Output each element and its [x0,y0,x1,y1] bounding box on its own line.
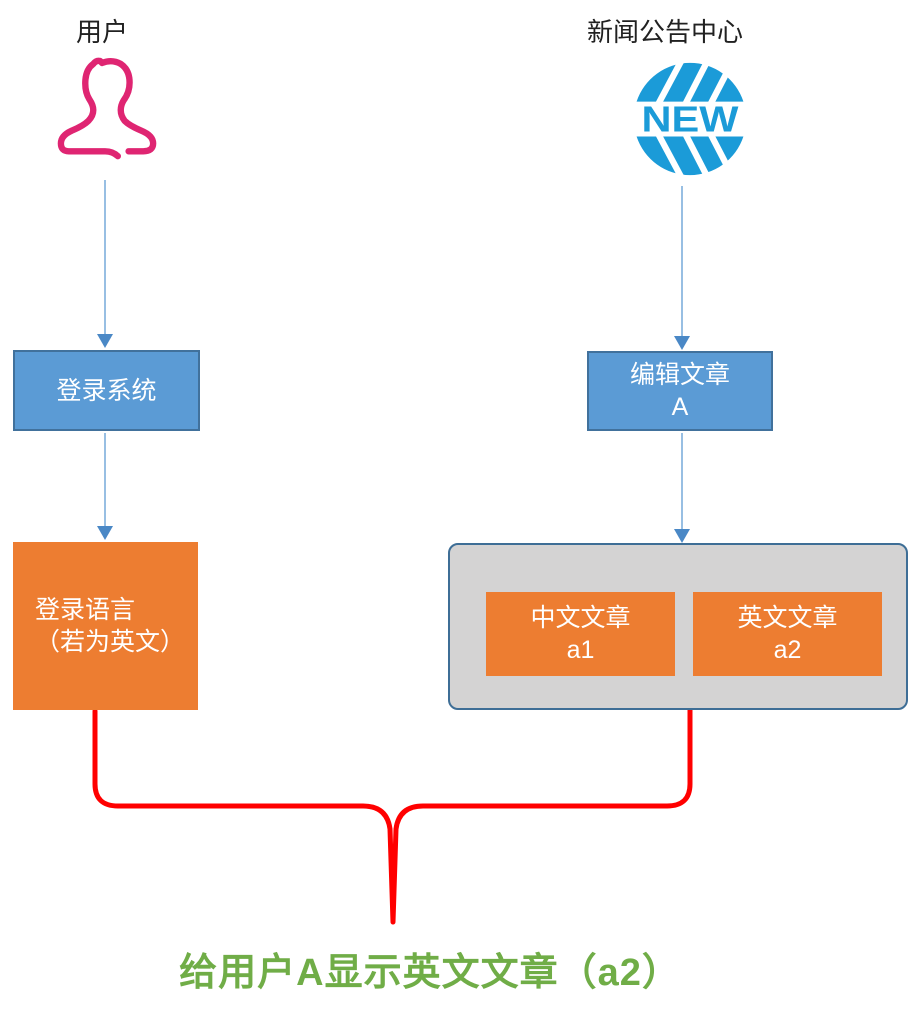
edit-article-line2: A [671,393,689,421]
edit-article-line1: 编辑文章 [629,361,730,389]
news-lane-label: 新闻公告中心 [586,17,743,47]
chinese-article-line2: a1 [566,636,595,664]
arrowhead-icon [97,334,113,348]
login-language-line2: （若为英文） [35,628,186,656]
arrowhead-icon [674,529,690,543]
chinese-article-box: 中文文章 a1 [486,592,675,676]
globe-new-icon: NEW [636,59,744,179]
arrowhead-icon [674,336,690,350]
login-language-box: 登录语言 （若为英文） [13,542,198,710]
login-system-label: 登录系统 [56,376,157,405]
chinese-article-line1: 中文文章 [530,604,631,632]
login-system-box: 登录系统 [13,350,200,431]
globe-meridian-gaps [655,59,729,179]
globe-new-text: NEW [642,100,739,140]
english-article-line2: a2 [773,636,802,664]
login-language-line1: 登录语言 [35,596,136,624]
user-lane-label: 用户 [75,17,128,47]
person-outline [57,57,157,160]
result-text: 给用户A显示英文文章（a2） [179,952,681,994]
red-brace-connector [92,706,693,925]
arrowhead-icon [97,526,113,540]
english-article-line1: 英文文章 [737,604,838,632]
articles-group-container: 中文文章 a1 英文文章 a2 [448,543,908,710]
edit-article-box: 编辑文章 A [587,351,773,431]
person-icon [57,57,157,160]
english-article-box: 英文文章 a2 [693,592,882,676]
